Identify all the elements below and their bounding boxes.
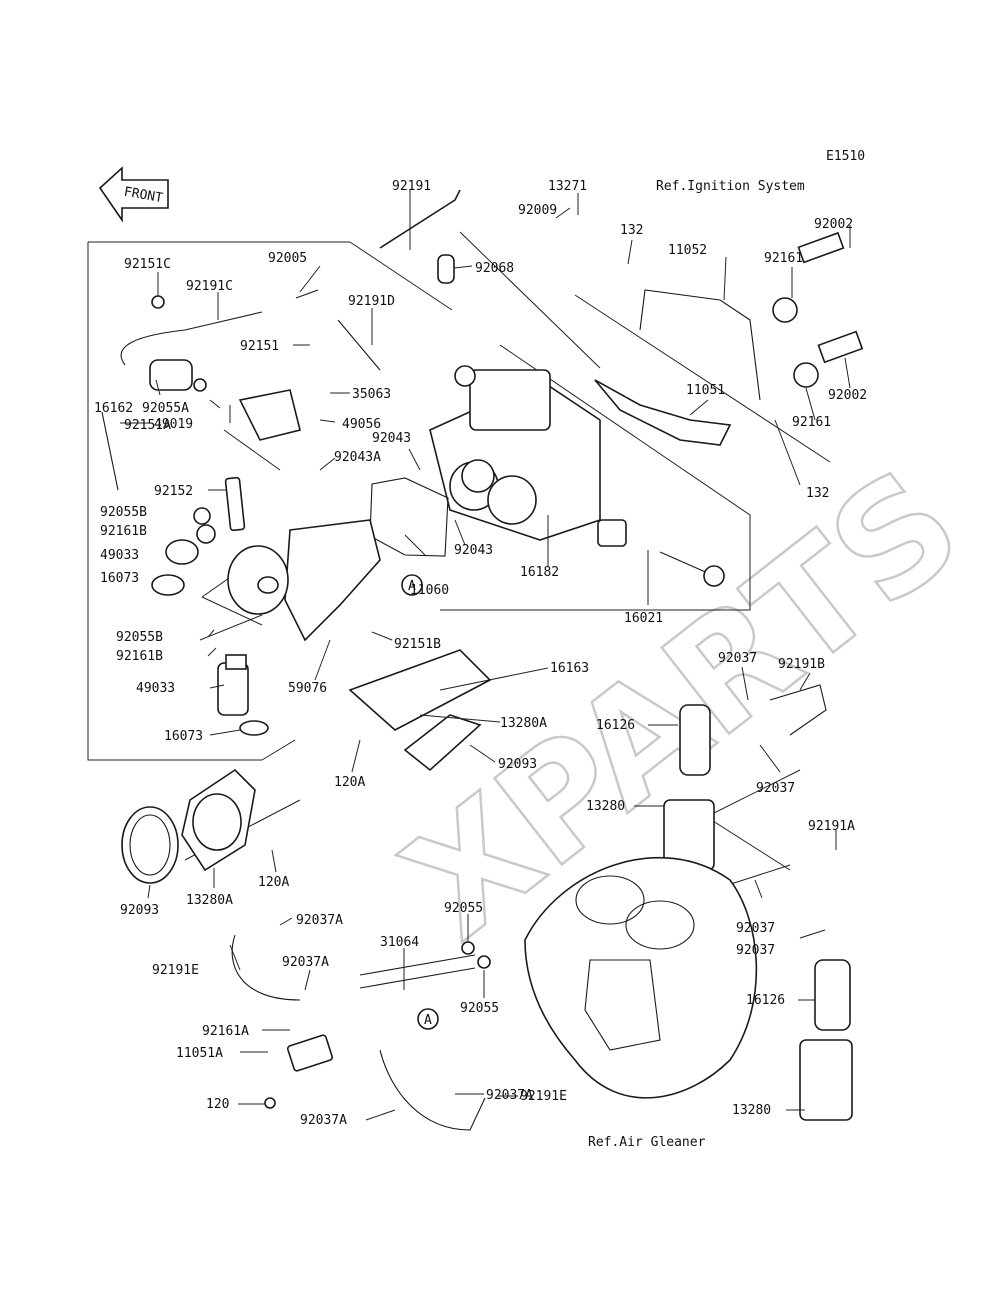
part-label: 92191D (348, 294, 395, 309)
part-label: 13280A (500, 716, 547, 731)
part-label: 132 (806, 486, 829, 501)
part-label: 92037 (718, 651, 757, 666)
part-label: 16162 (94, 401, 133, 416)
part-label: 49019 (154, 417, 193, 432)
part-label: 11051A (176, 1046, 223, 1061)
part-label: 92151C (124, 257, 171, 272)
part-label: 31064 (380, 935, 419, 950)
part-label: 11060 (410, 583, 449, 598)
part-label: 92005 (268, 251, 307, 266)
part-label: 16073 (164, 729, 203, 744)
part-label: 59076 (288, 681, 327, 696)
callout-a-upper: A (401, 574, 423, 596)
part-label: 92161 (792, 415, 831, 430)
part-label: 92152 (154, 484, 193, 499)
part-label: 92037A (486, 1088, 533, 1103)
front-label: FRONT (123, 185, 164, 207)
part-label: 49033 (136, 681, 175, 696)
part-label: 92037A (282, 955, 329, 970)
part-label: 11052 (668, 243, 707, 258)
part-label: 16126 (596, 718, 635, 733)
part-label: 92055 (460, 1001, 499, 1016)
part-label: 13271 (548, 179, 587, 194)
part-label: 92151B (394, 637, 441, 652)
part-label: 49056 (342, 417, 381, 432)
part-label: 120A (258, 875, 289, 890)
part-number-labels: 13271 92009 92191 92005 92068 92151C 921… (94, 179, 867, 1128)
part-label: 92151A (124, 418, 171, 433)
part-label: 92055 (444, 901, 483, 916)
part-label: 92037A (296, 913, 343, 928)
part-label: 92055B (100, 505, 147, 520)
part-label: 92191C (186, 279, 233, 294)
part-label: 13280A (186, 893, 233, 908)
part-label: 92161B (116, 649, 163, 664)
part-shapes (101, 189, 864, 1131)
callout-a-upper-text: A (408, 579, 416, 594)
front-arrow-icon: FRONT (98, 166, 169, 223)
part-label: 92043A (334, 450, 381, 465)
part-label: 92161B (100, 524, 147, 539)
part-label: 92191E (152, 963, 199, 978)
part-label: 92043 (454, 543, 493, 558)
part-label: 16182 (520, 565, 559, 580)
part-label: 92191 (392, 179, 431, 194)
part-label: 92161A (202, 1024, 249, 1039)
part-label: 132 (620, 223, 643, 238)
diagram-code: E1510 (826, 149, 865, 164)
part-label: 92068 (475, 261, 514, 276)
part-label: 13280 (732, 1103, 771, 1118)
part-label: 13280 (586, 799, 625, 814)
part-label: 16163 (550, 661, 589, 676)
part-label: 92037A (300, 1113, 347, 1128)
part-label: 92093 (498, 757, 537, 772)
part-label: 92037 (736, 921, 775, 936)
part-label: 92037 (756, 781, 795, 796)
part-label: 92161 (764, 251, 803, 266)
part-label: 92002 (828, 388, 867, 403)
part-label: 49033 (100, 548, 139, 563)
ref-air-cleaner: Ref.Air Gleaner (588, 1135, 706, 1150)
part-label: 11051 (686, 383, 725, 398)
part-label: 92002 (814, 217, 853, 232)
part-label: 92191A (808, 819, 855, 834)
part-label: 92191E (520, 1089, 567, 1104)
part-label: 35063 (352, 387, 391, 402)
part-label: 16021 (624, 611, 663, 626)
part-label: 92055A (142, 401, 189, 416)
leader-lines (120, 190, 851, 1121)
part-label: 120A (334, 775, 365, 790)
part-label: 120 (206, 1097, 229, 1112)
callout-a-lower: A (417, 1008, 439, 1030)
part-label: 92151 (240, 339, 279, 354)
part-label: 16126 (746, 993, 785, 1008)
part-label: 92043 (372, 431, 411, 446)
part-label: 92037 (736, 943, 775, 958)
ref-ignition-system: Ref.Ignition System (656, 179, 805, 194)
part-label: 92093 (120, 903, 159, 918)
part-label: 92009 (518, 203, 557, 218)
part-label: 92191B (778, 657, 825, 672)
callout-a-lower-text: A (424, 1013, 432, 1028)
part-label: 16073 (100, 571, 139, 586)
part-label: 92055B (116, 630, 163, 645)
